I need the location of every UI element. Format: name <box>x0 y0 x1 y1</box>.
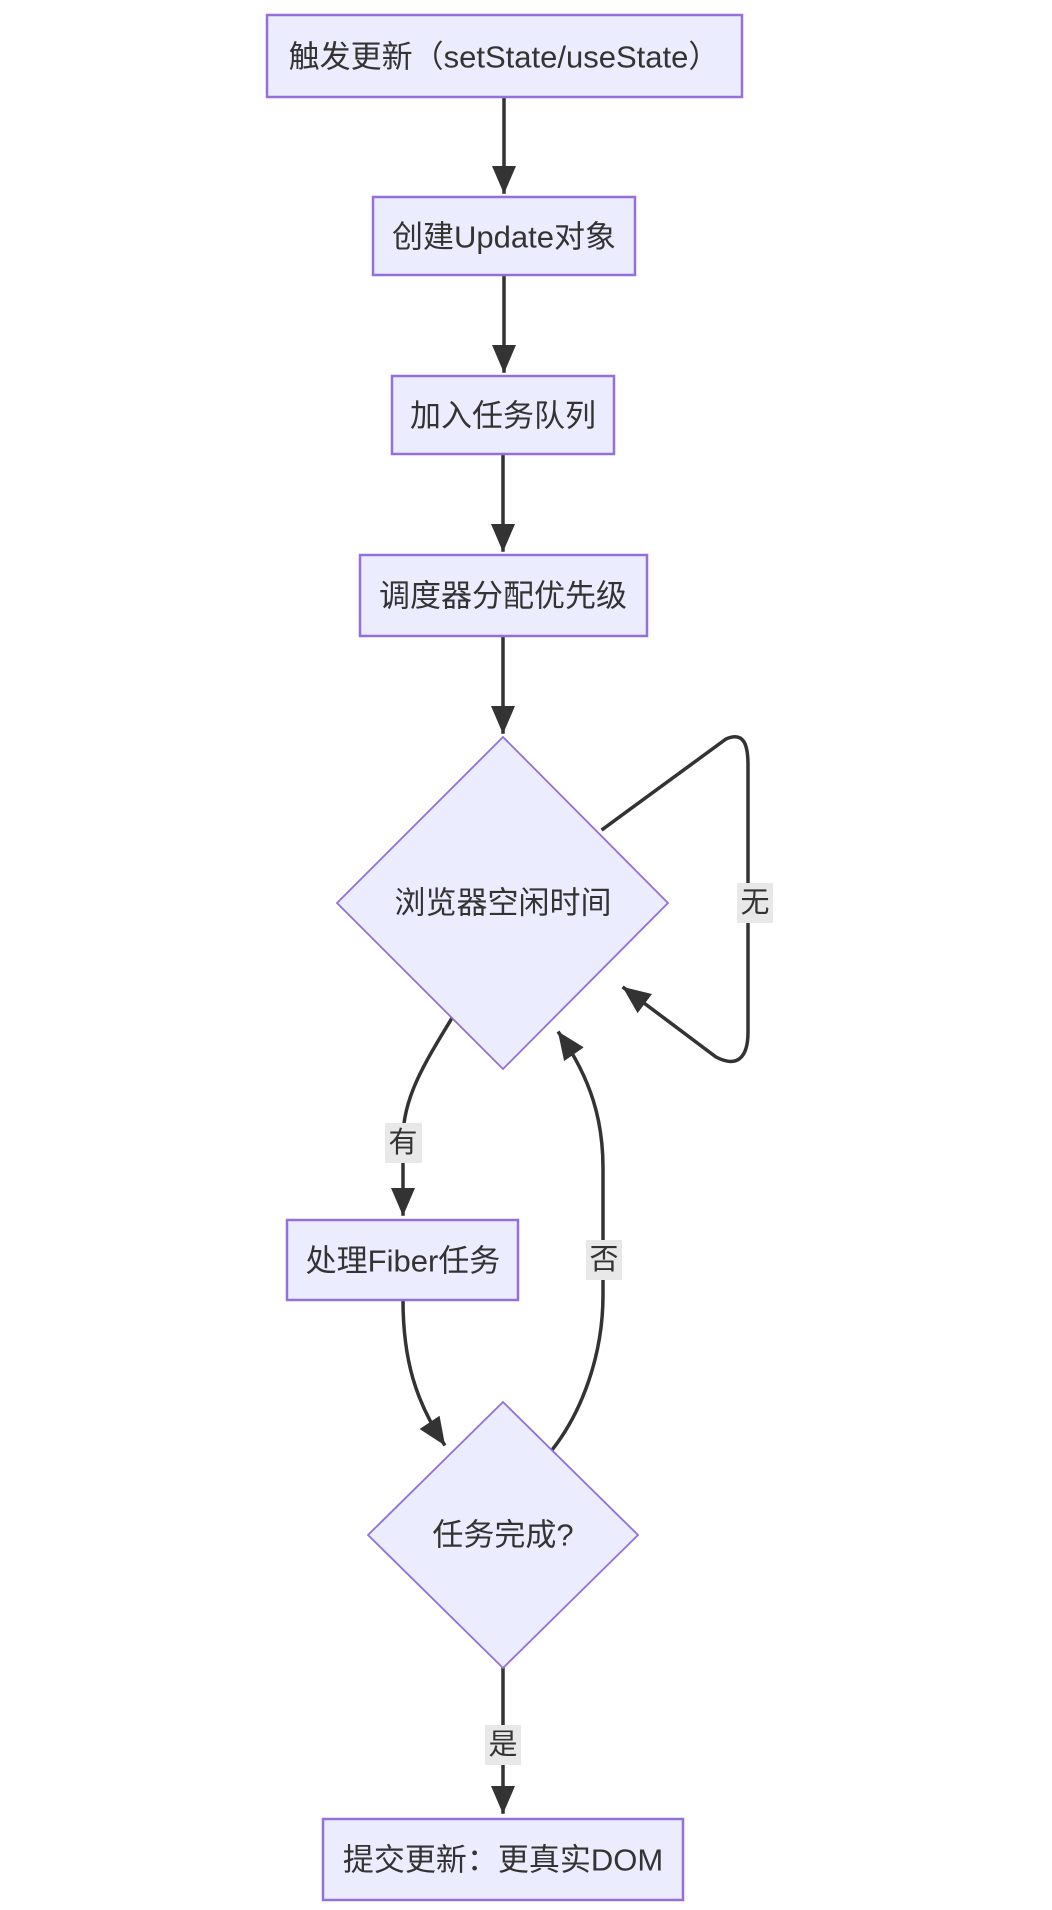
node-create-update-label: 创建Update对象 <box>392 220 616 255</box>
edge-labels: 有 无 否 是 <box>385 883 773 1765</box>
node-task-done: 任务完成? <box>366 1400 640 1670</box>
node-commit-label: 提交更新：更真实DOM <box>343 1843 663 1878</box>
edge-idle-check-to-process-fiber <box>391 1015 455 1216</box>
edge-label-has-idle-bg <box>385 1123 422 1163</box>
edge-task-done-to-idle-check <box>549 1030 605 1453</box>
node-idle-check-label: 浏览器空闲时间 <box>395 886 612 921</box>
node-task-done-label: 任务完成? <box>432 1518 573 1553</box>
node-scheduler-shape <box>358 553 649 638</box>
node-idle-check: 浏览器空闲时间 <box>335 735 670 1071</box>
node-process-fiber-label: 处理Fiber任务 <box>306 1244 501 1279</box>
node-process-fiber: 处理Fiber任务 <box>285 1218 520 1302</box>
edge-label-has-idle-text: 有 <box>388 1126 417 1159</box>
node-process-fiber-shape <box>285 1218 520 1302</box>
node-idle-check-shape <box>335 735 670 1071</box>
edges <box>391 95 750 1814</box>
nodes: 触发更新（setState/useState） 创建Update对象 加入任务队… <box>265 13 744 1902</box>
edge-label-has-idle: 有 <box>385 1123 422 1163</box>
node-create-update-shape <box>371 195 637 277</box>
edge-label-no-idle: 无 <box>737 883 773 923</box>
edge-idle-check-self-loop <box>600 735 750 1064</box>
node-enqueue: 加入任务队列 <box>390 374 616 456</box>
edge-label-not-done-bg <box>586 1240 622 1280</box>
edge-label-no-idle-bg <box>737 883 773 923</box>
edge-label-not-done: 否 <box>586 1240 622 1280</box>
node-create-update: 创建Update对象 <box>371 195 637 277</box>
edge-label-not-done-text: 否 <box>589 1244 618 1276</box>
node-task-done-shape <box>366 1400 640 1670</box>
edge-label-no-idle-text: 无 <box>740 887 769 919</box>
node-trigger: 触发更新（setState/useState） <box>265 13 744 99</box>
edge-label-is-done: 是 <box>485 1725 521 1765</box>
node-enqueue-label: 加入任务队列 <box>410 399 596 434</box>
node-enqueue-shape <box>390 374 616 456</box>
node-commit: 提交更新：更真实DOM <box>321 1817 685 1902</box>
edge-label-is-done-text: 是 <box>488 1729 517 1761</box>
edge-process-fiber-to-task-done <box>401 1298 447 1447</box>
edge-label-is-done-bg <box>485 1725 521 1765</box>
node-commit-shape <box>321 1817 685 1902</box>
node-trigger-label: 触发更新（setState/useState） <box>289 40 720 75</box>
node-scheduler-label: 调度器分配优先级 <box>379 579 627 614</box>
node-scheduler: 调度器分配优先级 <box>358 553 649 638</box>
node-trigger-shape <box>265 13 744 99</box>
